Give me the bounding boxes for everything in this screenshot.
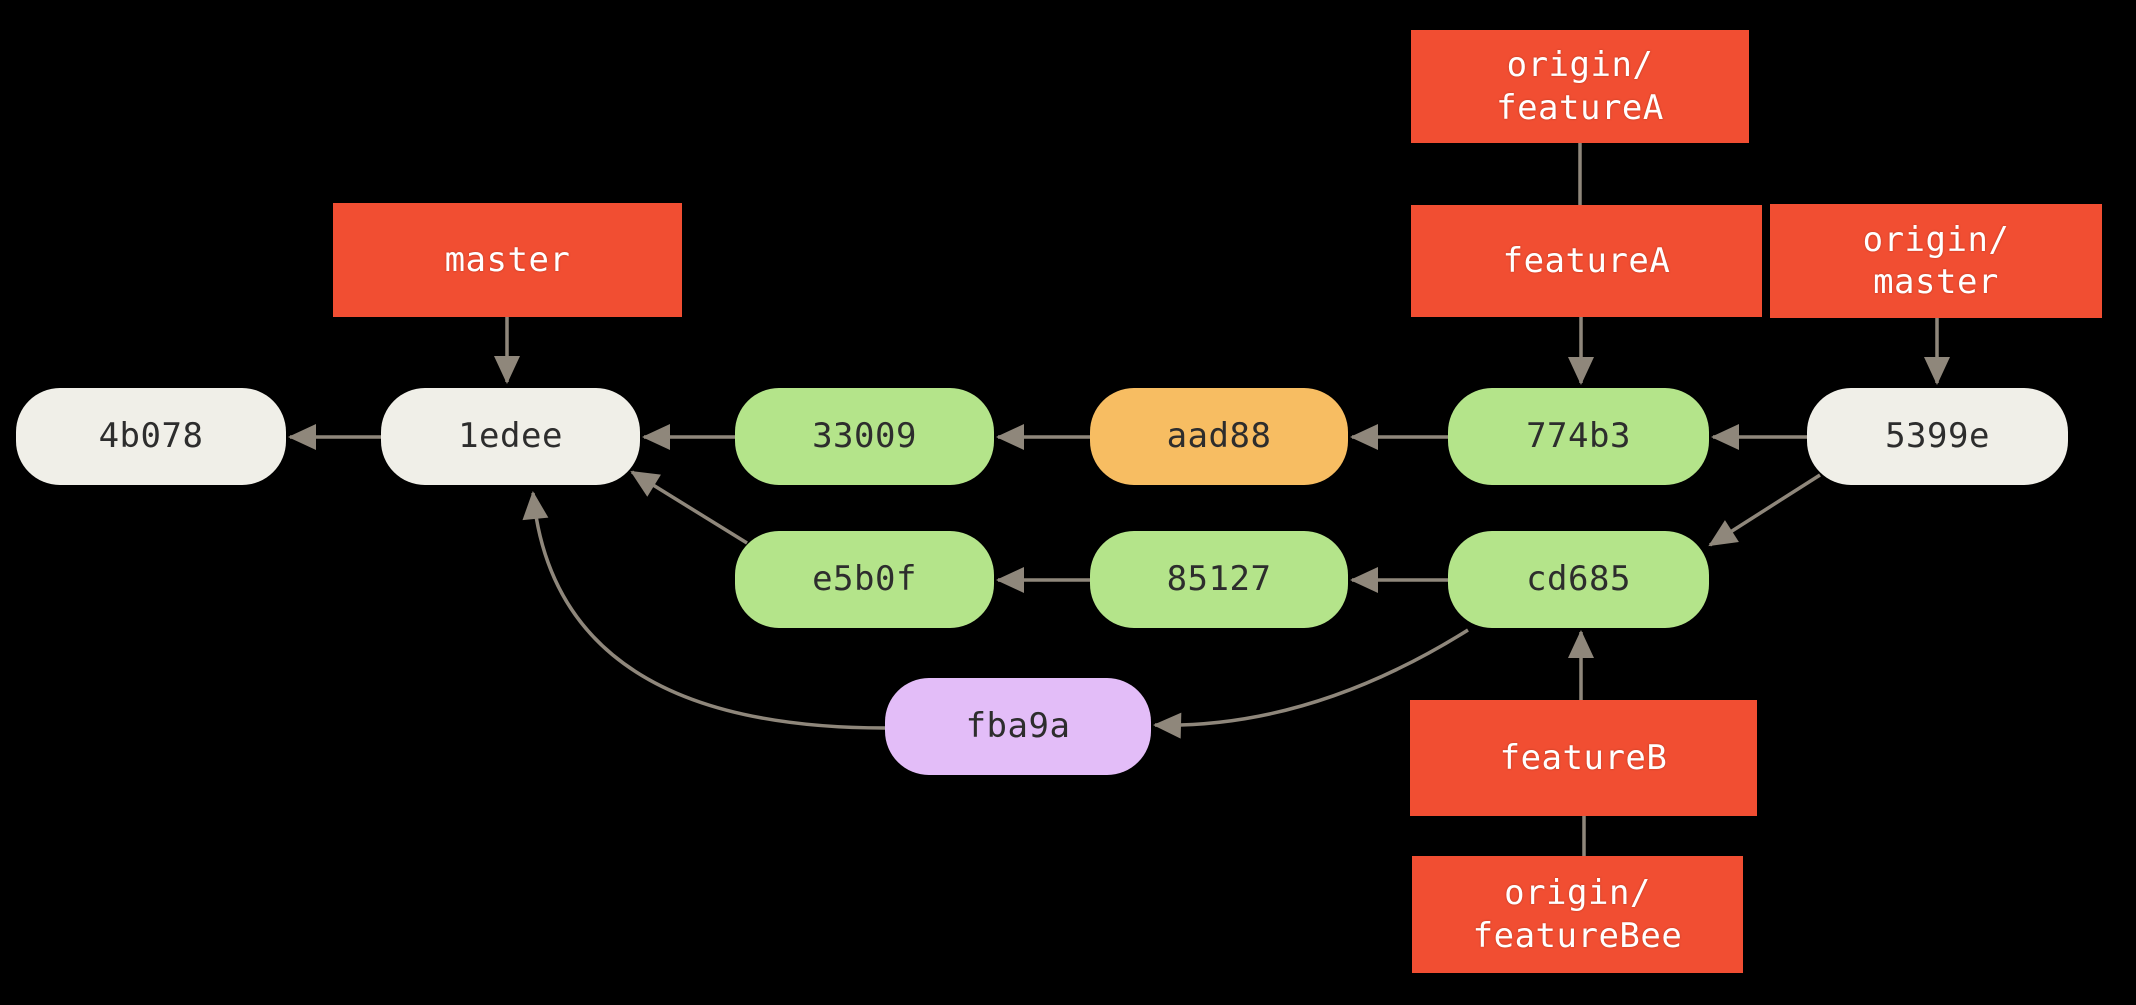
branch-label-featureA: featureA (1411, 205, 1762, 317)
commit-4b078: 4b078 (16, 388, 286, 485)
commit-85127: 85127 (1090, 531, 1348, 628)
commit-fba9a: fba9a (885, 678, 1151, 775)
commit-e5b0f: e5b0f (735, 531, 994, 628)
edge-cd685-to-fba9a (1153, 628, 1469, 739)
commit-cd685: cd685 (1448, 531, 1709, 628)
commit-5399e: 5399e (1807, 388, 2068, 485)
commit-1edee: 1edee (381, 388, 640, 485)
edge-5399e-to-cd685 (1708, 473, 1821, 547)
branch-label-origin-featureBee: origin/ featureBee (1412, 856, 1743, 973)
branch-label-origin-featureA: origin/ featureA (1411, 30, 1749, 143)
branch-label-featureB: featureB (1410, 700, 1757, 816)
branch-label-origin-master: origin/ master (1770, 204, 2102, 318)
edge-fba9a-to-1edee (522, 491, 886, 730)
commit-774b3: 774b3 (1448, 388, 1709, 485)
commit-33009: 33009 (735, 388, 994, 485)
branch-label-master: master (333, 203, 682, 317)
edge-e5b0f-to-1edee (630, 470, 748, 545)
commit-aad88: aad88 (1090, 388, 1348, 485)
